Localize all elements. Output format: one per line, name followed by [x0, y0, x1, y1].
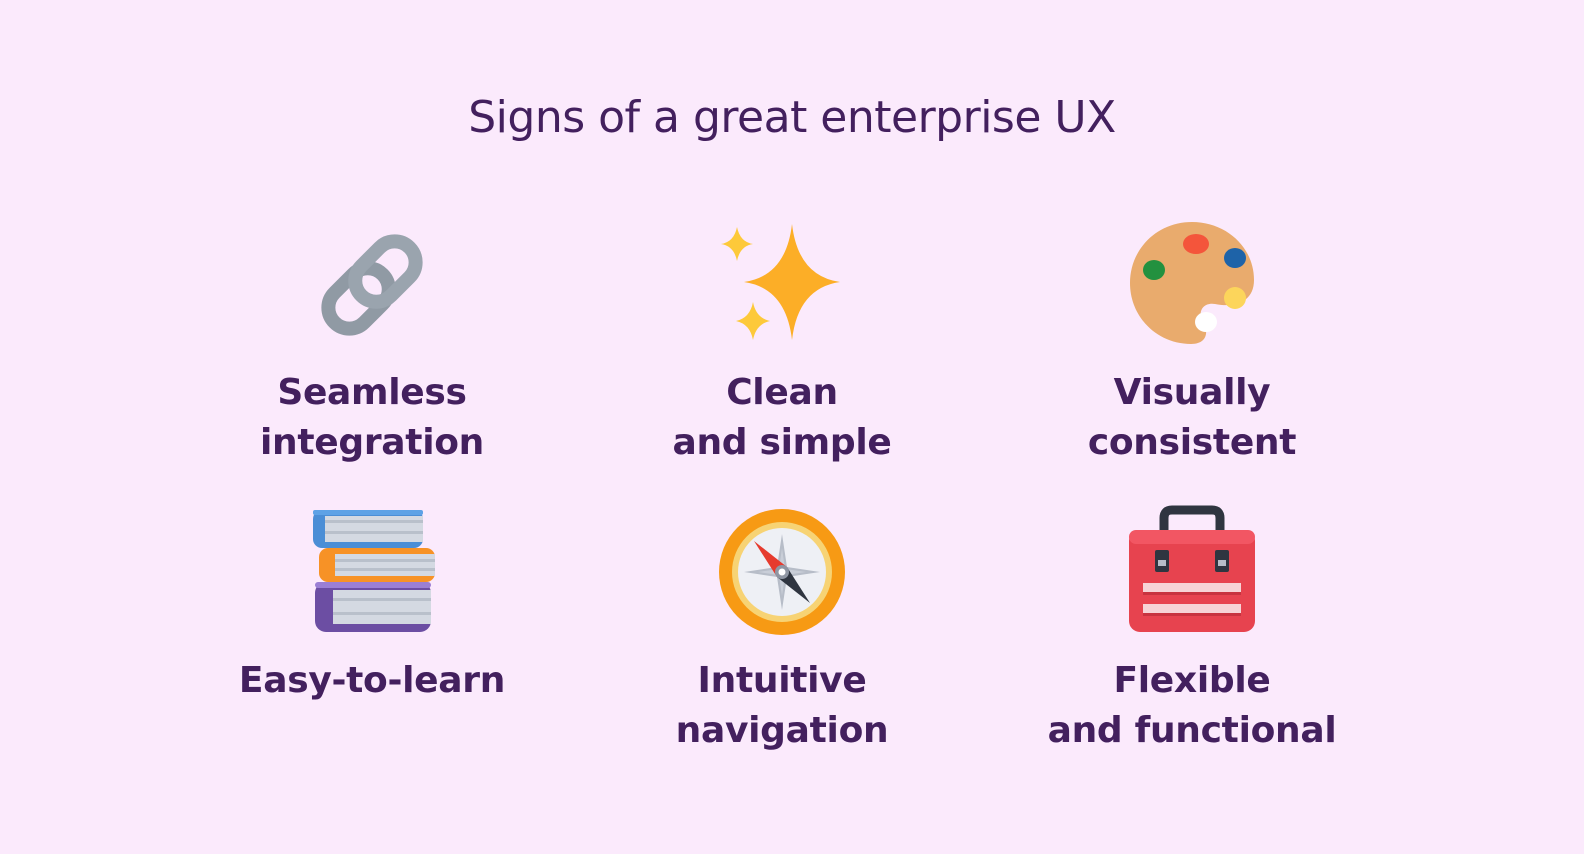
feature-easy-to-learn: Easy-to-learn	[162, 498, 582, 718]
feature-label: Clean and simple	[672, 372, 892, 463]
palette-icon	[1117, 210, 1267, 360]
feature-flexible-functional: Flexible and functional	[982, 498, 1402, 768]
feature-label: Flexible and functional	[1047, 660, 1337, 751]
page-title: Signs of a great enterprise UX	[468, 92, 1116, 143]
feature-visually-consistent: Visually consistent	[982, 210, 1402, 480]
feature-label: Easy-to-learn	[238, 660, 506, 701]
books-icon	[297, 498, 447, 648]
feature-seamless-integration: Seamless integration	[162, 210, 582, 480]
compass-icon	[707, 498, 857, 648]
feature-label: Visually consistent	[1087, 372, 1297, 463]
feature-clean-simple: Clean and simple	[572, 210, 992, 480]
sparkles-icon	[707, 210, 857, 360]
toolbox-icon	[1117, 498, 1267, 648]
chain-link-icon	[297, 210, 447, 360]
feature-label: Intuitive navigation	[675, 660, 889, 751]
feature-intuitive-navigation: Intuitive navigation	[572, 498, 992, 768]
feature-label: Seamless integration	[259, 372, 485, 463]
